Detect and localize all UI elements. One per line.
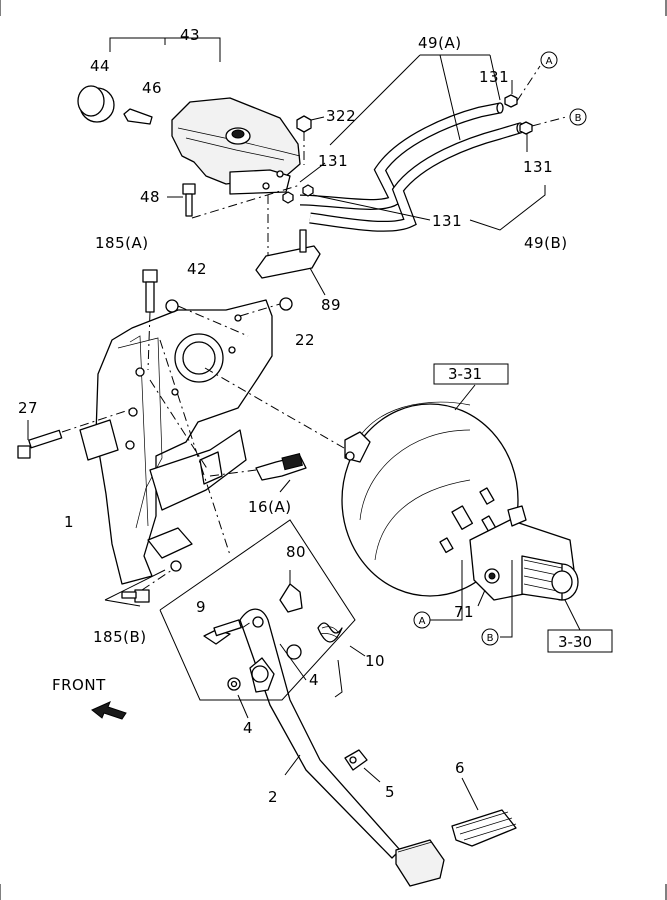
ref-circle-a-bottom: A (413, 611, 431, 629)
label-10: 10 (365, 652, 385, 670)
master-cylinder (430, 505, 581, 638)
ref-box-331 (433, 363, 509, 385)
label-131-center: 131 (432, 212, 462, 230)
ref-circle-b-bottom: B (481, 628, 499, 646)
ref-box-330 (547, 629, 613, 653)
label-71: 71 (454, 603, 474, 621)
label-42: 42 (187, 260, 207, 278)
nut-322 (296, 115, 325, 165)
bolt-27 (17, 407, 136, 459)
ref-circle-b-top: B (569, 108, 587, 126)
label-2: 2 (268, 788, 278, 806)
label-322: 322 (326, 107, 356, 125)
label-131-top: 131 (479, 68, 509, 86)
bolt-185b (104, 560, 182, 607)
label-16a: 16(A) (248, 498, 292, 516)
label-front: FRONT (52, 676, 106, 694)
switch-16a (209, 453, 307, 493)
pedal-bracket (79, 299, 273, 585)
ref-330-label: 3-30 (558, 633, 592, 651)
label-89: 89 (321, 296, 341, 314)
brake-booster (204, 367, 519, 597)
svg-text:A: A (419, 616, 426, 627)
label-80: 80 (286, 543, 306, 561)
label-49a: 49(A) (418, 34, 462, 52)
label-6: 6 (455, 759, 465, 777)
label-9: 9 (196, 598, 206, 616)
ref-circle-a-top: A (540, 51, 558, 69)
label-185b: 185(B) (93, 628, 147, 646)
bracket-89 (255, 229, 326, 296)
label-43: 43 (180, 26, 200, 44)
label-27: 27 (18, 399, 38, 417)
label-46: 46 (142, 79, 162, 97)
clutch-pedal-arm (159, 519, 517, 887)
label-44: 44 (90, 57, 110, 75)
label-4-upper: 4 (309, 671, 319, 689)
label-1: 1 (64, 513, 74, 531)
hose-clips-131 (282, 65, 567, 231)
reservoir-tank (77, 37, 301, 195)
ref-331-label: 3-31 (448, 365, 482, 383)
label-185a: 185(A) (95, 234, 149, 252)
nut-22 (239, 297, 293, 317)
svg-text:B: B (575, 113, 582, 124)
label-48: 48 (140, 188, 160, 206)
label-5: 5 (385, 783, 395, 801)
front-arrow-icon (91, 701, 127, 720)
label-49b: 49(B) (524, 234, 568, 252)
bolt-185a (142, 269, 158, 371)
label-22: 22 (295, 331, 315, 349)
label-131-right: 131 (523, 158, 553, 176)
label-131-left: 131 (318, 152, 348, 170)
svg-text:A: A (546, 56, 553, 67)
bolt-48 (167, 183, 196, 217)
svg-text:B: B (487, 633, 494, 644)
nut-42 (165, 299, 249, 337)
label-4-lower: 4 (243, 719, 253, 737)
